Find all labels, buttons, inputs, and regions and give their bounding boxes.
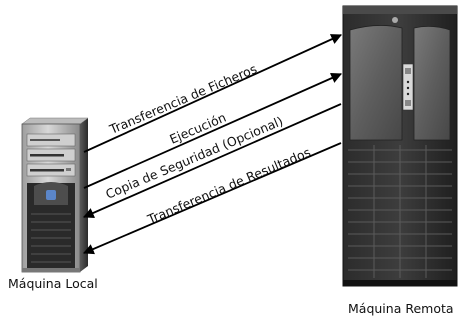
flow-label-transfer-results: Transferencia de Resultados <box>144 144 312 227</box>
arrow-transfer-results <box>83 142 342 255</box>
server-door-left <box>349 25 403 141</box>
hp-logo-icon <box>392 17 398 23</box>
pc-top <box>21 117 89 125</box>
pc-power-button <box>46 190 56 200</box>
pc-side-panel <box>80 118 88 272</box>
arrow-backup <box>83 103 342 219</box>
local-machine <box>21 117 89 273</box>
local-machine-label: Máquina Local <box>8 276 98 291</box>
arrow-execution <box>83 73 342 189</box>
server-door-right <box>413 26 451 141</box>
arrow-transfer-files <box>83 34 342 153</box>
server-vent-grid <box>348 145 452 278</box>
remote-machine-label: Máquina Remota <box>348 301 454 316</box>
remote-machine <box>342 5 458 287</box>
